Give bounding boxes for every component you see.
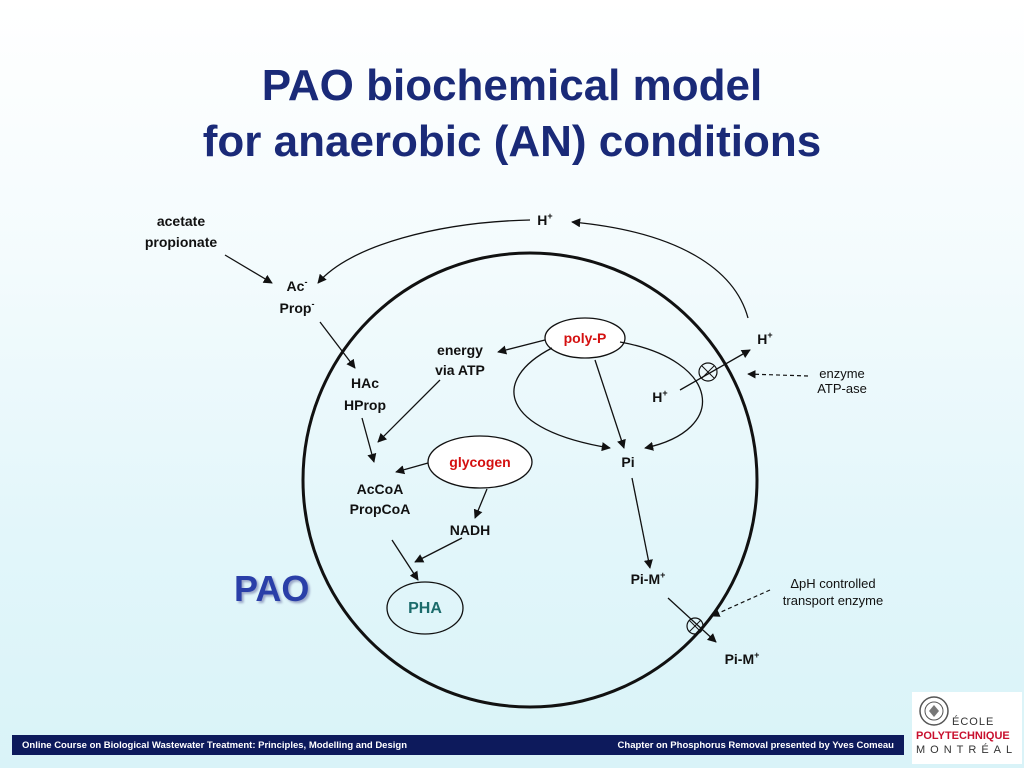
arrow-transport-pointer — [711, 589, 771, 617]
label-pi: Pi — [621, 454, 634, 470]
pha-ellipse — [386, 581, 464, 635]
slide-title: PAO biochemical model for anaerobic (AN)… — [0, 58, 1024, 170]
arrow-glycogen-to-accoa — [395, 462, 429, 475]
glycogen-ellipse — [427, 435, 533, 489]
arrow-energy-to-accoa — [377, 379, 441, 443]
arrow-glycogen-to-nadh — [473, 488, 488, 519]
arrow-enzyme-pointer — [747, 370, 809, 379]
label-h-top: H+ — [537, 211, 552, 228]
arrow-polyp-loop-right — [619, 341, 704, 451]
label-hac: HAc — [351, 375, 379, 391]
ph-transporter — [686, 617, 704, 635]
footer-course-text: Online Course on Biological Wastewater T… — [22, 739, 407, 751]
label-via-atp: via ATP — [435, 362, 485, 378]
label-dph: ΔpH controlled — [790, 576, 875, 591]
arrow-prop-to-hac — [319, 321, 356, 369]
label-pha: PHA — [408, 600, 442, 617]
arrow-hac-to-accoa — [361, 417, 377, 463]
logo-line-1: ÉCOLE — [952, 716, 995, 728]
label-pim-outside: Pi-M+ — [725, 650, 760, 667]
label-pim-inside: Pi-M+ — [631, 570, 666, 587]
arrow-substrate-uptake — [224, 254, 273, 284]
label-accoa: AcCoA — [357, 481, 404, 497]
label-enzyme: enzyme — [819, 366, 865, 381]
label-polyp: poly-P — [564, 330, 607, 346]
label-h-inner: H+ — [652, 388, 667, 405]
label-nadh: NADH — [450, 522, 490, 538]
arrow-h-to-ac — [317, 219, 531, 284]
label-h-right: H+ — [757, 330, 772, 347]
label-propcoa: PropCoA — [350, 501, 411, 517]
footer-chapter-text: Chapter on Phosphorus Removal presented … — [617, 739, 894, 751]
label-atpase: ATP-ase — [817, 381, 867, 396]
title-line-2: for anaerobic (AN) conditions — [202, 117, 822, 166]
arrow-propcoa-to-pha — [391, 539, 419, 581]
label-propionate: propionate — [145, 234, 218, 250]
polyp-ellipse — [544, 317, 626, 359]
arrow-polyp-to-pi — [594, 359, 626, 449]
label-transport-enzyme: transport enzyme — [783, 593, 883, 608]
atpase-transporter — [698, 362, 718, 382]
arrow-h-efflux — [571, 218, 749, 319]
school-logo: ÉCOLE POLYTECHNIQUE MONTRÉAL — [912, 692, 1022, 764]
arrow-polyp-to-energy — [497, 339, 546, 355]
seal-icon — [919, 696, 949, 726]
label-prop: Prop- — [280, 299, 315, 316]
label-energy: energy — [437, 342, 483, 358]
cell-label-pao: PAO — [234, 568, 310, 609]
arrow-nadh-to-pha — [414, 537, 463, 563]
footer-bar: Online Course on Biological Wastewater T… — [12, 735, 904, 755]
logo-line-2: POLYTECHNIQUE — [916, 730, 1010, 742]
label-glycogen: glycogen — [449, 454, 510, 470]
arrow-pim-efflux — [667, 597, 717, 643]
label-acetate: acetate — [157, 213, 205, 229]
arrow-pi-to-pim — [631, 477, 653, 569]
arrow-polyp-loop-left — [513, 347, 611, 452]
label-hprop: HProp — [344, 397, 386, 413]
title-line-1: PAO biochemical model — [261, 61, 763, 110]
logo-line-3: MONTRÉAL — [916, 744, 1018, 756]
arrow-h-through-atpase — [679, 349, 751, 391]
cell-membrane — [301, 251, 759, 709]
label-ac: Ac- — [287, 277, 308, 294]
